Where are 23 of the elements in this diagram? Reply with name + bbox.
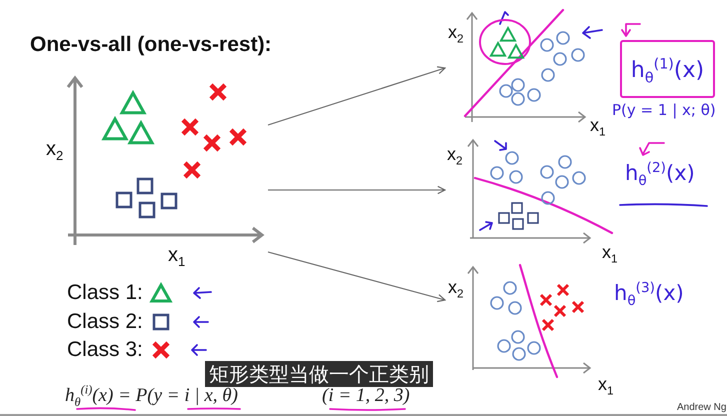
axis-label: x$_{2}$ [447,145,463,165]
highlight-box: h$_{θ}$$^{(1)}$(x) [620,40,715,98]
axis-label: x$_{1}$ [590,116,606,136]
formula: h$_{θ}$$^{(i)}$(x) = P(y = i | x, θ) [65,386,238,407]
axis-label: x$_{2}$ [46,138,64,160]
slide-title: One-vs-all (one-vs-rest): [30,33,272,56]
axis-label: x$_{1}$ [168,244,186,266]
arrow [268,251,446,302]
handwritten-note: h$_{θ}$$^{(3)}$(x) [614,282,684,306]
subtitle: 矩形类型当做一个正类别 [205,361,433,387]
axis-label: x$_{1}$ [602,243,618,263]
axis-label: x$_{2}$ [448,23,464,43]
legend-label: Class 1: [67,281,143,304]
author-credit: Andrew Ng [677,402,726,413]
arrow [268,66,446,126]
legend-label: Class 2: [67,310,143,334]
formula: (i = 1, 2, 3) [322,386,410,407]
arrow [268,186,446,194]
handwritten-note: P(y = 1 | x; θ) [612,102,716,118]
axis-label: x$_{1}$ [598,375,614,395]
axis-label: x$_{2}$ [448,278,464,298]
legend-label: Class 3: [67,338,143,362]
handwritten-note: h$_{θ}$$^{(2)}$(x) [625,162,695,186]
